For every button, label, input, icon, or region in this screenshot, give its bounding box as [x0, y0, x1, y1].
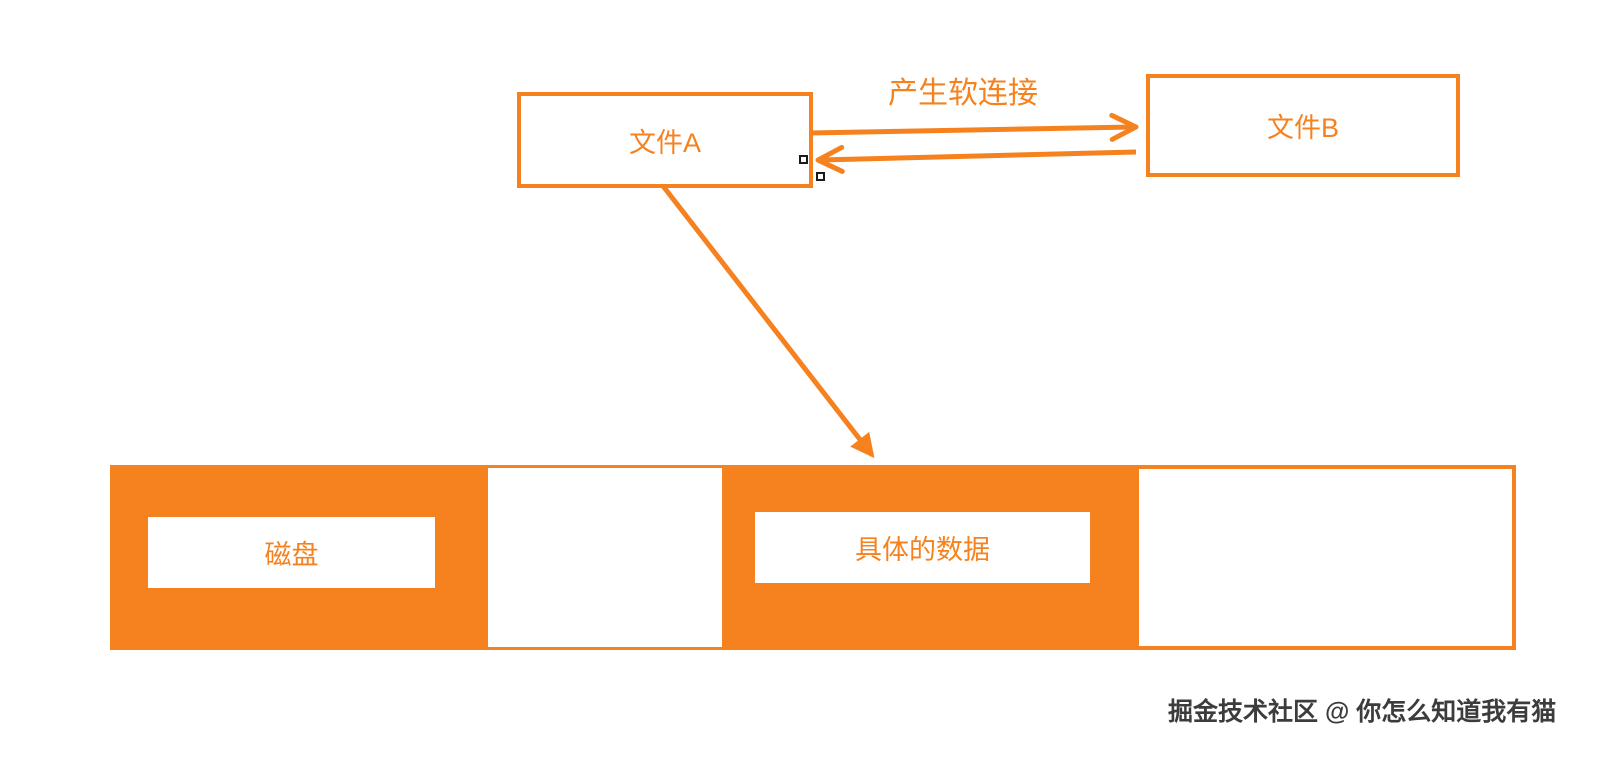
data-label: 具体的数据: [855, 535, 990, 565]
disk-segment-empty-1: [485, 465, 725, 650]
arrow-a-to-b: [809, 112, 1139, 142]
selection-handle[interactable]: [799, 155, 808, 164]
arrow-a-to-disk: [661, 184, 875, 459]
soft-link-label: 产生软连接: [888, 77, 1038, 110]
watermark-text: 掘金技术社区 @ 你怎么知道我有猫: [1168, 698, 1557, 726]
disk-segment-data-block: 具体的数据: [725, 465, 1135, 650]
disk-segment-empty-2: [1135, 465, 1516, 650]
selection-handle[interactable]: [816, 172, 825, 181]
disk-label: 磁盘: [264, 540, 319, 570]
disk-strip: 磁盘 具体的数据: [110, 465, 1516, 650]
disk-label-box: 磁盘: [148, 517, 435, 588]
data-label-box: 具体的数据: [755, 512, 1090, 583]
arrow-b-to-a: [815, 144, 1137, 174]
file-b-box: 文件B: [1146, 74, 1460, 177]
file-b-label: 文件B: [1266, 113, 1339, 143]
file-a-label: 文件A: [628, 127, 701, 158]
disk-segment-label-block: 磁盘: [110, 465, 485, 650]
file-a-box: 文件A: [517, 92, 813, 188]
